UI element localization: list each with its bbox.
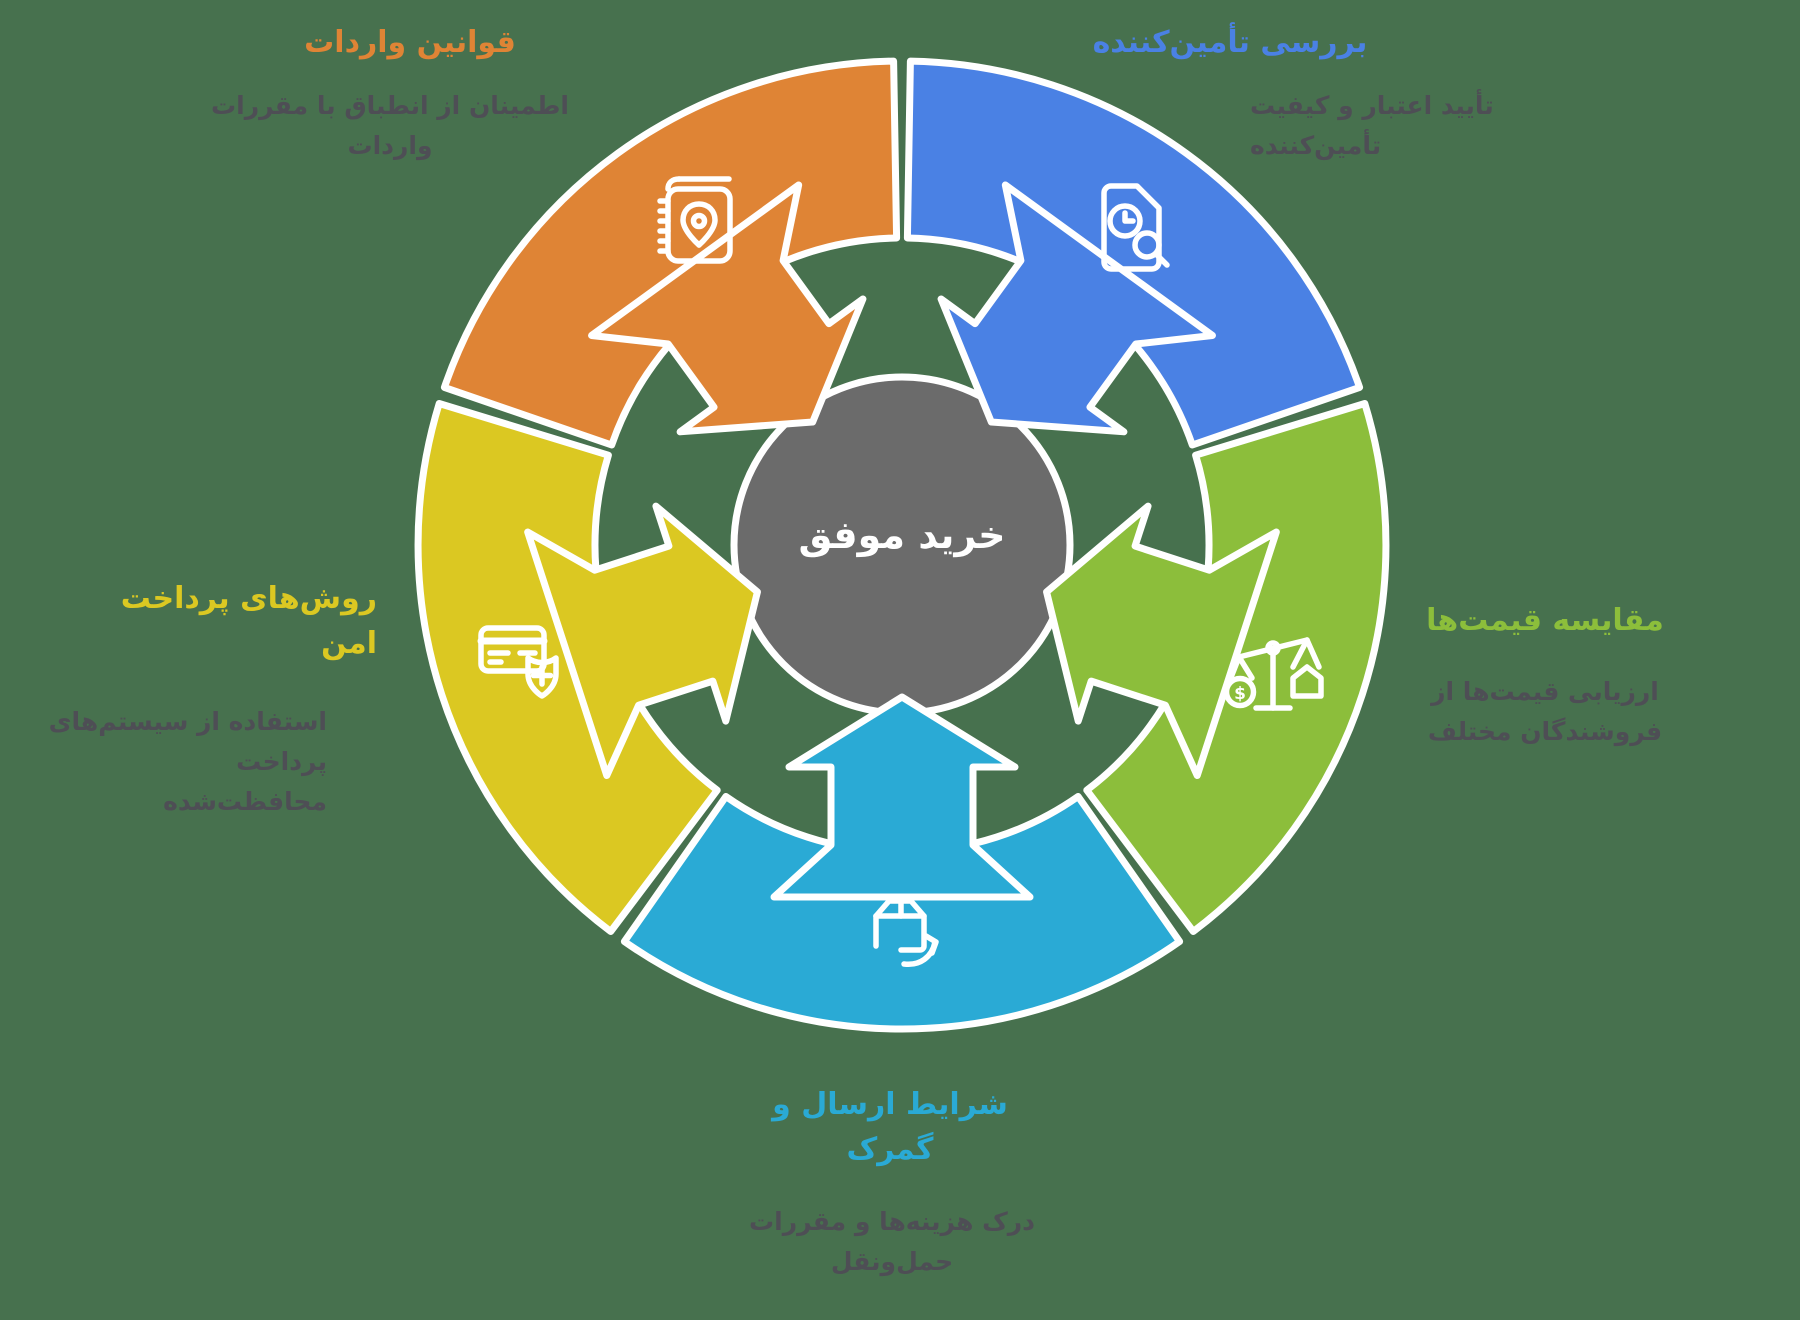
scale-beam bbox=[1236, 637, 1310, 660]
book-spiral-ticks bbox=[657, 198, 671, 254]
center-hub-label: خرید موفق bbox=[799, 513, 1006, 557]
shipping-customs-description: درک هزینه‌ها و مقررات حمل‌ونقل bbox=[749, 1207, 1035, 1276]
magnifier-handle bbox=[1153, 251, 1170, 268]
credit-card bbox=[478, 625, 547, 674]
dollar-coin bbox=[1223, 675, 1257, 709]
document-search-clock-icon bbox=[1101, 183, 1170, 272]
arrow-shipping-customs bbox=[770, 693, 1034, 901]
credit-card-dashes bbox=[487, 650, 538, 665]
location-pin bbox=[680, 201, 718, 248]
clock-face bbox=[1107, 203, 1143, 239]
magnifier-lens bbox=[1132, 230, 1162, 260]
supplier-review-description: تأیید اعتبار و کیفیت تأمین‌کننده bbox=[1250, 91, 1494, 160]
arrow-secure-payment bbox=[524, 502, 761, 780]
import-laws-title: قوانین واردات bbox=[304, 25, 516, 60]
arrow-supplier-review bbox=[937, 181, 1216, 436]
shield-plus bbox=[530, 664, 554, 687]
dollar-sign: $ bbox=[1234, 684, 1246, 704]
document-outline bbox=[1101, 183, 1162, 272]
shipping-customs-title: شرایط ارسال و گمرک bbox=[772, 1087, 1008, 1167]
balance-scale-icon: $ bbox=[1223, 637, 1324, 711]
price-comparison-description: ارزیابی قیمت‌ها از فروشندگان مختلف bbox=[1427, 677, 1663, 746]
house-shape bbox=[1290, 664, 1324, 699]
scale-left-strings bbox=[1227, 654, 1255, 683]
secure-payment-description: استفاده از سیستم‌های پرداخت محافظت‌شده bbox=[48, 707, 327, 816]
import-laws-description: اطمینان از انطباق با مقررات واردات bbox=[211, 91, 569, 160]
price-comparison-title: مقایسه قیمت‌ها bbox=[1426, 603, 1664, 638]
location-pin-dot bbox=[690, 212, 708, 230]
scale-right-strings bbox=[1290, 637, 1322, 670]
clock-hands bbox=[1122, 210, 1136, 224]
shipping-arrowhead bbox=[923, 933, 939, 956]
address-book-location-icon bbox=[657, 176, 733, 264]
shield-outline bbox=[525, 655, 559, 699]
secure-payment-title: روش‌های پرداخت امن bbox=[120, 581, 377, 661]
package-shipping-icon bbox=[873, 898, 939, 967]
book-body bbox=[665, 186, 733, 264]
book-cover-curl bbox=[665, 176, 682, 192]
package-box bbox=[873, 898, 927, 953]
credit-card-shield-icon bbox=[477, 625, 559, 699]
supplier-review-title: بررسی تأمین‌کننده bbox=[1092, 25, 1368, 60]
arrow-price-comparison bbox=[1043, 502, 1280, 780]
